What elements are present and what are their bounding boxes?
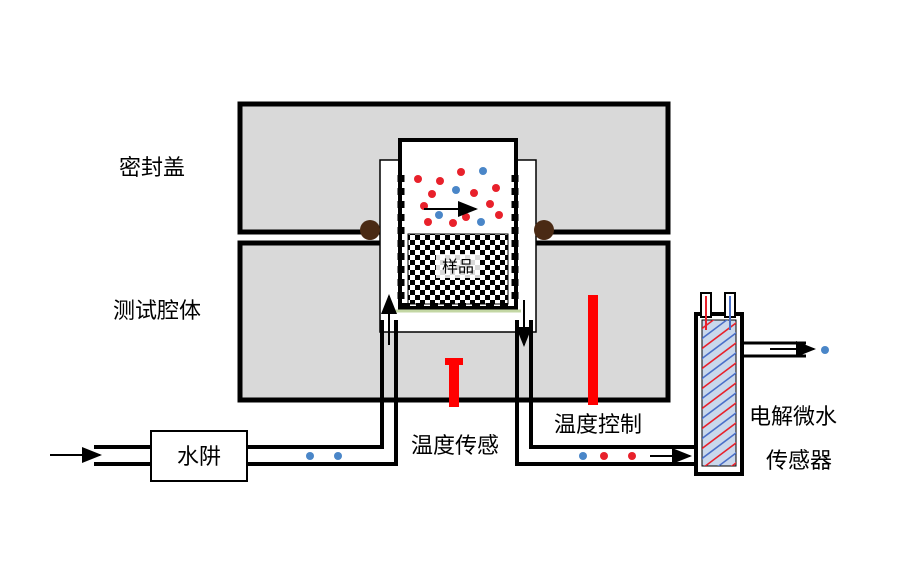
molecule-outlet-3 <box>628 452 636 460</box>
inlet-pipe <box>94 320 398 466</box>
sample-label-bg <box>436 254 480 278</box>
seal-ring-right <box>534 220 554 240</box>
water-trap-label: 水阱 <box>177 445 221 470</box>
molecule-outlet-2 <box>600 452 608 460</box>
seal-ring-left <box>360 220 380 240</box>
electrolytic-sensor-label-2: 传感器 <box>766 449 832 474</box>
temperature-control-label: 温度控制 <box>554 413 642 438</box>
molecule-inlet-2 <box>334 452 342 460</box>
sample-label: 样品 <box>442 257 474 276</box>
molecule-exhaust <box>821 346 829 354</box>
test-chamber-label: 测试腔体 <box>113 299 201 324</box>
exhaust-pipe <box>742 341 806 358</box>
molecules-in-cup <box>414 167 503 227</box>
temperature-sensor-label: 温度传感 <box>411 434 499 459</box>
sealing-lid-label: 密封盖 <box>119 156 185 181</box>
temperature-control-heater <box>588 295 598 405</box>
electrolytic-sensor-label-1: 电解微水 <box>749 405 837 430</box>
water-trap <box>150 430 248 482</box>
outlet-pipe <box>515 320 696 466</box>
molecule-inlet-1 <box>306 452 314 460</box>
temperature-sensor-probe <box>449 362 459 407</box>
electrolytic-sensor <box>694 292 744 476</box>
temperature-sensor-head <box>445 358 463 365</box>
molecule-outlet-1 <box>579 452 587 460</box>
